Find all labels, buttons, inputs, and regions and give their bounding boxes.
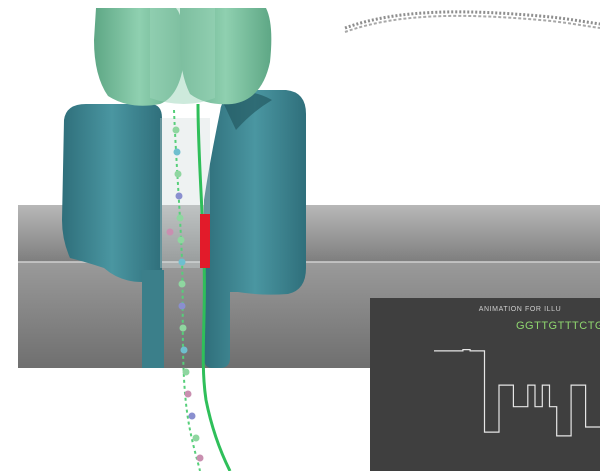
current-trace [370, 298, 600, 471]
distant-dna-helix [345, 12, 600, 32]
signal-inset-panel: ANIMATION FOR ILLU GGTTGTTTCTG [370, 298, 600, 471]
pore-constriction-highlight [200, 214, 210, 268]
current-trace-line [434, 350, 600, 436]
motor-protein [94, 8, 271, 106]
